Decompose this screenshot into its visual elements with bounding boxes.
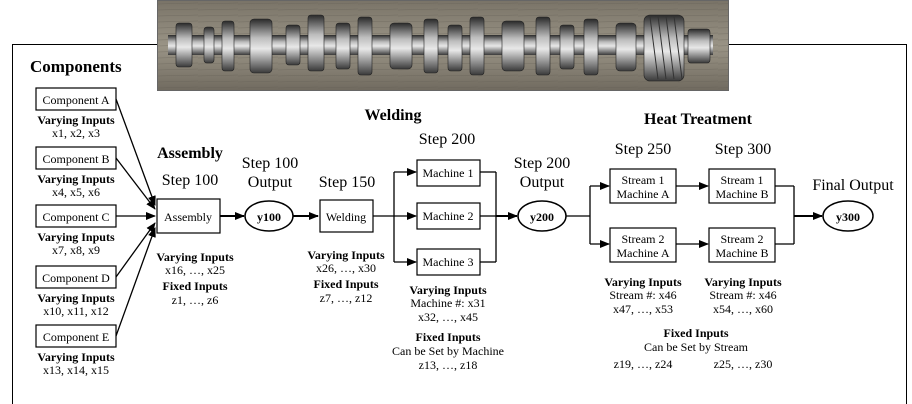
assembly-vars: x16, …, x25 [165,263,225,277]
machine-3-label: Machine 3 [423,255,474,269]
assembly-var-label: Varying Inputs [156,250,234,264]
y200-label: y200 [530,210,554,224]
step-200-output-subtitle: Output [520,174,565,191]
arrow-component-d [116,223,155,277]
machine-1-label: Machine 1 [423,166,474,180]
welding-heading: Welding [365,107,422,124]
step-100-label: Step 100 [162,172,218,189]
process-diagram: Components Component A Varying Inputs x1… [0,0,912,389]
stream-1-machine-a-line1: Stream 1 [622,173,665,187]
stream-1-machine-b-line2: Machine B [716,187,769,201]
machine-fixed-line2: z13, …, z18 [419,358,478,372]
welding-fixed: z7, …, z12 [320,291,373,305]
step-200-label: Step 200 [419,131,475,148]
stream-b-var-line2: x54, …, x60 [713,302,773,316]
stream-1-machine-b-line1: Stream 1 [721,173,764,187]
y100-label: y100 [257,210,281,224]
component-c-vars: x7, x8, x9 [52,243,100,257]
component-b-var-label: Varying Inputs [37,172,115,186]
machine-var-label: Varying Inputs [409,283,487,297]
step-100-output-subtitle: Output [248,174,293,191]
component-d-var-label: Varying Inputs [37,291,115,305]
stream-2-machine-a-line1: Stream 2 [622,232,665,246]
assembly-heading: Assembly [157,145,223,162]
stream-2-machine-a-line2: Machine A [617,246,670,260]
heat-fixed-a: z19, …, z24 [614,357,673,371]
stream-a-var-line1: Stream #: x46 [609,288,676,302]
y300-label: y300 [836,210,860,224]
final-output-title: Final Output [812,177,894,194]
component-a-vars: x1, x2, x3 [52,126,100,140]
component-c-var-label: Varying Inputs [37,230,115,244]
welding-vars: x26, …, x30 [316,261,376,275]
component-d-label: Component D [42,271,110,285]
component-b-label: Component B [42,152,109,166]
component-a-var-label: Varying Inputs [37,113,115,127]
heat-treatment-heading: Heat Treatment [644,111,753,128]
welding-box-label: Welding [326,210,366,224]
welding-var-label: Varying Inputs [307,248,385,262]
machine-fixed-label: Fixed Inputs [415,330,480,344]
component-b-vars: x4, x5, x6 [52,185,100,199]
welding-fixed-label: Fixed Inputs [313,277,378,291]
component-c-label: Component C [42,210,109,224]
stream-b-var-label: Varying Inputs [704,275,782,289]
step-100-output-title: Step 100 [242,155,298,172]
component-e-vars: x13, x14, x15 [43,363,109,377]
stream-1-machine-a-line2: Machine A [617,187,670,201]
stream-a-var-label: Varying Inputs [604,275,682,289]
step-200-output-title: Step 200 [514,155,570,172]
component-a-label: Component A [42,93,109,107]
arrow-component-a [116,99,155,205]
step-300-label: Step 300 [715,141,771,158]
heat-fixed-label: Fixed Inputs [663,326,728,340]
assembly-box-label: Assembly [164,210,212,224]
stream-a-var-line2: x47, …, x53 [613,302,673,316]
stream-2-machine-b-line2: Machine B [716,246,769,260]
arrow-component-b [116,158,155,209]
heat-fixed-line1: Can be Set by Stream [644,340,749,354]
assembly-fixed-label: Fixed Inputs [162,279,227,293]
assembly-fixed: z1, …, z6 [172,293,219,307]
machine-var-line2: x32, …, x45 [418,310,478,324]
machine-fixed-line1: Can be Set by Machine [392,344,504,358]
component-d-vars: x10, x11, x12 [43,304,109,318]
component-e-label: Component E [43,330,109,344]
stream-b-var-line1: Stream #: x46 [709,288,776,302]
stream-2-machine-b-line1: Stream 2 [721,232,764,246]
arrow-component-e [116,228,155,336]
step-250-label: Step 250 [615,141,671,158]
machine-2-label: Machine 2 [423,209,474,223]
component-e-var-label: Varying Inputs [37,350,115,364]
machine-var-line1: Machine #: x31 [410,296,485,310]
components-heading: Components [30,57,122,76]
step-150-label: Step 150 [319,174,375,191]
heat-fixed-b: z25, …, z30 [714,357,773,371]
